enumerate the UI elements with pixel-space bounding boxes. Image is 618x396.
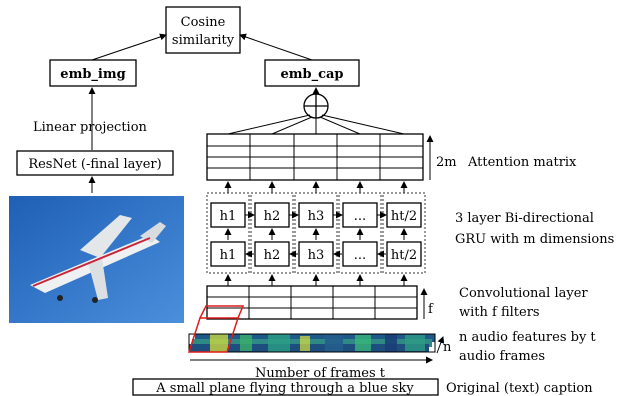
arrow-img-to-cosine	[91, 33, 167, 61]
conv-to-gru-arrows	[224, 274, 408, 286]
emb-img-box	[49, 59, 137, 87]
audio-spectrogram	[188, 333, 436, 353]
gru-cell-h1-b: h1	[220, 248, 237, 263]
audio-label-line1: n audio features by t	[459, 330, 596, 345]
gru-cell-h2-b: h2	[264, 248, 281, 263]
conv-label-line1: Convolutional layer	[459, 286, 588, 301]
arrow-cap-to-cosine	[239, 33, 313, 61]
cosine-similarity-box	[165, 6, 241, 54]
conv-window-outline	[187, 317, 240, 353]
similarity-label: similarity	[172, 33, 235, 48]
gru-row-top: h1 h2 h3 ... ht/2	[210, 202, 422, 228]
airplane-photo	[9, 196, 184, 323]
gru-cell-ellipsis: ...	[354, 209, 366, 224]
caption-label: Original (text) caption	[446, 381, 593, 396]
linear-projection-label: Linear projection	[33, 120, 148, 135]
resnet-label: ResNet (-final layer)	[28, 157, 161, 172]
gru-cell-h2: h2	[264, 209, 281, 224]
gru-label-line2: GRU with m dimensions	[455, 232, 614, 247]
conv-label-line2: with f filters	[459, 305, 540, 320]
caption-text: A small plane flying through a blue sky	[155, 381, 414, 396]
audio-dim-label: n	[443, 340, 452, 355]
attention-fan-lines	[227, 114, 405, 135]
gru-row-bottom: h1 h2 h3 ... ht/2	[210, 241, 422, 267]
conv-dim-label: f	[428, 302, 434, 317]
gru-layer-arrows	[224, 228, 408, 240]
resnet-box	[16, 150, 174, 176]
gru-to-attention-arrows	[224, 181, 408, 193]
attention-matrix-label: Attention matrix	[467, 155, 577, 170]
gru-cell-h1: h1	[220, 209, 237, 224]
gru-cell-h3-b: h3	[308, 248, 325, 263]
emb-cap-label: emb_cap	[280, 67, 343, 82]
gru-cell-ht2-b: ht/2	[391, 248, 417, 263]
gru-cell-ellipsis-b: ...	[354, 248, 366, 263]
gru-label-line1: 3 layer Bi-directional	[455, 211, 594, 226]
dim-arrow-n	[436, 336, 445, 354]
gru-cell-ht2: ht/2	[391, 209, 417, 224]
gru-dashed-columns	[206, 192, 426, 274]
emb-cap-box	[264, 59, 360, 87]
frames-label: Number of frames t	[255, 366, 386, 381]
attention-dim-label: 2m	[436, 155, 457, 170]
cosine-label: Cosine	[181, 15, 226, 30]
gru-cell-h3: h3	[308, 209, 325, 224]
caption-box	[132, 378, 439, 396]
conv-layer-grid	[206, 285, 418, 320]
emb-img-label: emb_img	[60, 67, 125, 82]
audio-label-line2: audio frames	[459, 349, 545, 364]
attention-matrix-grid	[206, 133, 424, 181]
